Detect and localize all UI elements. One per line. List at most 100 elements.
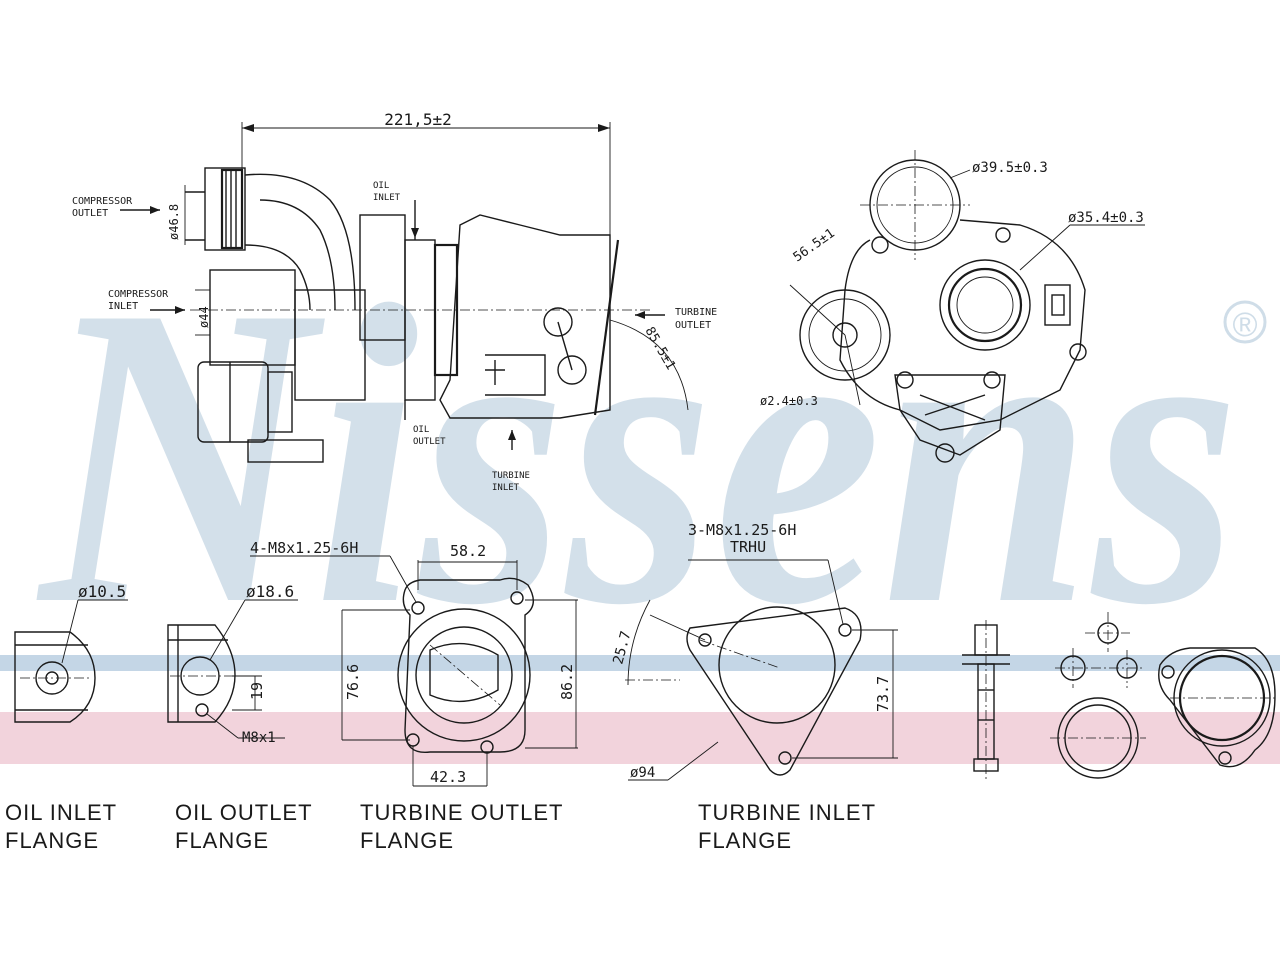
turbine-outlet-inner	[808, 298, 882, 372]
oil-outlet-label-2: OUTLET	[413, 437, 446, 447]
turbine-outlet-right-height: 86.2	[558, 664, 576, 700]
mount-hole	[871, 236, 889, 254]
oil-outlet-thread: M8x1	[242, 730, 276, 746]
arrow-head	[508, 430, 516, 440]
oil-outlet-label-1: OIL	[413, 425, 429, 435]
compressor-outlet-dia: ø46.8	[167, 204, 181, 240]
turbine-inlet-title-2: FLANGE	[698, 828, 792, 853]
turbine-inlet-bore	[718, 606, 836, 724]
oil-outlet-title-1: OIL OUTLET	[175, 800, 313, 825]
arrow-head	[635, 311, 645, 319]
arrow-left	[242, 124, 254, 132]
detail-line	[919, 394, 986, 421]
oil-inlet-title-1: OIL INLET	[5, 800, 117, 825]
brand-watermark: Nissens ®	[0, 218, 1280, 764]
compressor-body	[294, 289, 366, 401]
arrow-head	[150, 206, 160, 214]
angle-leg	[649, 614, 706, 641]
watermark-text: Nissens	[34, 218, 1240, 694]
turbine-outlet-flange-drawing: 4-M8x1.25-6H 58.2 76.6 86.2 42.3 TURBINE…	[250, 539, 578, 853]
leader-line	[667, 741, 719, 781]
mount-hole	[995, 227, 1011, 243]
turbine-inlet-label-2: INLET	[492, 483, 520, 493]
bolt	[983, 371, 1001, 389]
turbine-inlet-title-1: TURBINE INLET	[698, 800, 876, 825]
oil-inlet-dia: ø10.5	[78, 582, 126, 601]
compressor-outlet-label-2: OUTLET	[72, 208, 108, 219]
compressor-housing-outline	[839, 219, 1086, 431]
bolt-hole	[838, 623, 852, 637]
turbine-inlet-label-1: TURBINE	[492, 471, 530, 481]
registered-circle	[1223, 300, 1267, 344]
turbine-inlet-port	[485, 354, 546, 396]
leader-line	[844, 334, 861, 406]
compressor-outlet-label-1: COMPRESSOR	[72, 196, 133, 207]
turbine-inlet-height: 73.7	[874, 676, 892, 712]
turbine-outlet-bottom-spacing: 42.3	[430, 768, 466, 786]
detail-rect	[1051, 294, 1065, 316]
outlet-elbow-mid	[259, 199, 336, 311]
compressor-inlet-label-2: INLET	[108, 301, 138, 312]
arrow-head	[411, 228, 419, 238]
turbine-inlet-flange-body	[686, 607, 862, 776]
leader-line	[389, 555, 417, 603]
oil-inlet-label-1: OIL	[373, 181, 389, 191]
arrow-head	[175, 306, 185, 314]
oil-outlet-flange-drawing: 19 ø18.6 M8x1 OIL OUTLET FLANGE	[167, 582, 313, 853]
turbine-inlet-holes-1: 3-M8x1.25-6H	[688, 521, 796, 539]
turbine-outlet-title-1: TURBINE OUTLET	[360, 800, 563, 825]
center-housing-ring	[433, 243, 459, 377]
turbine-outlet-hub	[832, 322, 858, 348]
hardware-parts	[962, 612, 1276, 780]
turbine-outlet-left-height: 76.6	[344, 664, 362, 700]
angle-arc	[627, 599, 651, 686]
oil-outlet-flange-body	[167, 624, 236, 723]
compressor-wheel	[956, 276, 1014, 334]
center-line	[699, 639, 781, 669]
bolt	[896, 371, 914, 389]
gasket-bolt-hole	[1161, 665, 1175, 679]
detail-line	[924, 394, 986, 416]
turbo-side-view: 221,5±2 ø46.8 COMPRESSOR OUTLET COMPRESS…	[72, 110, 717, 493]
bolt	[935, 443, 955, 463]
oil-outlet-thread-hole	[195, 703, 209, 717]
turbine-outlet-face	[593, 239, 620, 416]
turbine-outlet-holes: 4-M8x1.25-6H	[250, 539, 358, 557]
center-line	[429, 644, 501, 706]
red-band	[0, 712, 1280, 764]
turbine-inlet-flange-drawing: 25.7 3-M8x1.25-6H TRHU 73.7 ø94 TURBINE …	[610, 521, 898, 853]
turbine-outlet-circle	[799, 289, 891, 381]
actuator-end-view	[894, 374, 1006, 456]
bolt-hole	[778, 751, 792, 765]
actuator-bracket	[247, 439, 324, 463]
bolt-hole	[510, 591, 524, 605]
end-small-dia: ø2.4±0.3	[760, 394, 818, 408]
turbine-housing	[439, 214, 611, 419]
angle-arc	[609, 319, 689, 411]
actuator-neck	[267, 371, 293, 433]
turbine-outlet-ring-outer	[397, 608, 531, 742]
wastegate-pivot	[543, 307, 573, 337]
leader-line	[61, 599, 79, 664]
blue-band	[0, 655, 1280, 671]
leader-line	[209, 599, 246, 661]
turbine-outlet-top-spacing: 58.2	[450, 542, 486, 560]
oil-inlet-label-2: INLET	[373, 193, 401, 203]
turbine-outlet-label-2: OUTLET	[675, 320, 711, 331]
wastegate-link	[557, 321, 573, 371]
compressor-outlet-flange	[204, 167, 246, 251]
leader-line	[206, 713, 239, 739]
oil-inlet-flange-drawing: ø10.5 OIL INLET FLANGE	[5, 582, 128, 853]
turbine-outlet-title-2: FLANGE	[360, 828, 454, 853]
registered-mark: ®	[1232, 306, 1257, 344]
outlet-elbow-inner	[244, 244, 311, 311]
compressor-inlet-circle	[939, 259, 1031, 351]
arrow-right	[598, 124, 610, 132]
mount-hole	[1069, 343, 1087, 361]
oil-outlet-height: 19	[248, 682, 266, 700]
bolt-hole	[411, 601, 425, 615]
overall-length-label: 221,5±2	[384, 110, 451, 129]
end-dia-top: ø39.5±0.3	[972, 160, 1048, 176]
compressor-outlet-ribs	[220, 168, 244, 250]
